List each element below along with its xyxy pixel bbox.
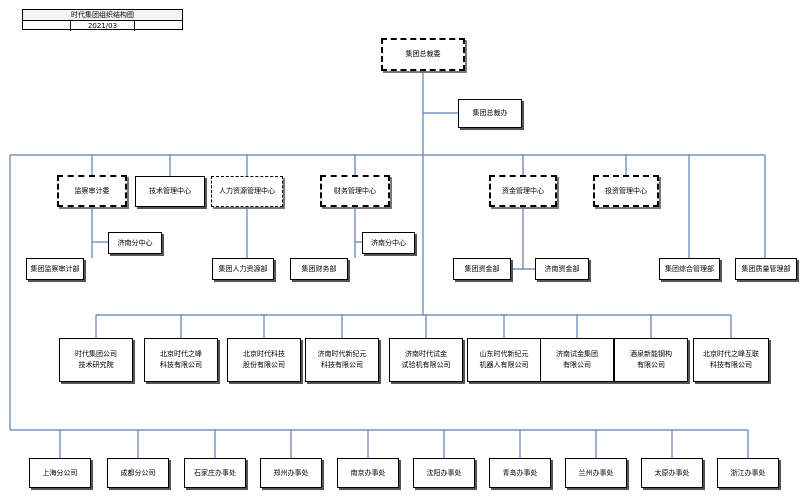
- node-audit-committee[interactable]: 监察审计委: [57, 175, 127, 207]
- node-board[interactable]: 集团总裁委: [381, 38, 465, 71]
- date-blank-right: [135, 21, 182, 31]
- node-office-shenyang[interactable]: 沈阳办事处: [413, 458, 475, 488]
- node-office-shijiazhuang[interactable]: 石家庄办事处: [184, 458, 246, 488]
- chart-title-table: 时代集团组织结构图 2021/03: [22, 9, 183, 31]
- node-finance-center[interactable]: 财务管理中心: [320, 175, 390, 207]
- node-finance-jinan[interactable]: 济南分中心: [362, 232, 415, 254]
- node-hr-center[interactable]: 人力资源管理中心: [211, 176, 283, 207]
- node-office-qingdao[interactable]: 青岛办事处: [489, 458, 551, 488]
- node-subsidiary-jn-xinjiyuan[interactable]: 济南时代新纪元 科技有限公司: [305, 338, 379, 382]
- node-tech-center[interactable]: 技术管理中心: [135, 176, 205, 207]
- node-asset-center[interactable]: 资金管理中心: [489, 175, 557, 207]
- node-office-taiyuan[interactable]: 太原办事处: [641, 458, 703, 488]
- node-subsidiary-sd-robot[interactable]: 山东时代新纪元 机器人有限公司: [467, 338, 541, 382]
- chart-date-row: 2021/03: [23, 21, 182, 31]
- node-subsidiary-jiuquan[interactable]: 酒泉新能钢构 有限公司: [614, 338, 688, 382]
- node-subsidiary-jn-shijin[interactable]: 济南时代试金 试验机有限公司: [389, 338, 463, 382]
- node-general-dept[interactable]: 集团综合管理部: [659, 258, 720, 280]
- node-subsidiary-bj-hulian[interactable]: 北京时代之峰互联 科技有限公司: [693, 338, 769, 382]
- node-office-chengdu[interactable]: 成都分公司: [107, 458, 169, 488]
- node-audit-jinan[interactable]: 济南分中心: [108, 232, 162, 254]
- node-office-shanghai[interactable]: 上海分公司: [29, 458, 91, 488]
- node-asset-dept[interactable]: 集团资金部: [453, 258, 511, 280]
- node-quality-dept[interactable]: 集团质量管理部: [735, 258, 797, 280]
- chart-date: 2021/03: [71, 21, 135, 31]
- node-subsidiary-bj-zhifeng[interactable]: 北京时代之峰 科技有限公司: [144, 338, 218, 382]
- node-audit-dept[interactable]: 集团监察审计部: [26, 258, 84, 280]
- chart-title: 时代集团组织结构图: [71, 11, 134, 19]
- node-subsidiary-jn-shijin-group[interactable]: 济南试金集团 有限公司: [540, 338, 614, 382]
- node-invest-center[interactable]: 投资管理中心: [593, 175, 659, 207]
- chart-title-row: 时代集团组织结构图: [23, 10, 182, 21]
- node-finance-dept[interactable]: 集团财务部: [290, 258, 348, 280]
- node-office-lanzhou[interactable]: 兰州办事处: [565, 458, 627, 488]
- node-subsidiary-bj-tech[interactable]: 北京时代科技 股份有限公司: [227, 338, 301, 382]
- node-office-zhengzhou[interactable]: 郑州办事处: [260, 458, 322, 488]
- node-hr-dept[interactable]: 集团人力资源部: [212, 258, 274, 280]
- node-subsidiary-tech-institute[interactable]: 时代集团公司 技术研究院: [59, 338, 133, 382]
- date-blank-left: [23, 21, 71, 31]
- node-office-zhejiang[interactable]: 浙江办事处: [717, 458, 779, 488]
- node-asset-jinan[interactable]: 济南资金部: [535, 258, 589, 280]
- node-president-office[interactable]: 集团总裁办: [458, 99, 522, 128]
- node-office-nanjing[interactable]: 南京办事处: [337, 458, 399, 488]
